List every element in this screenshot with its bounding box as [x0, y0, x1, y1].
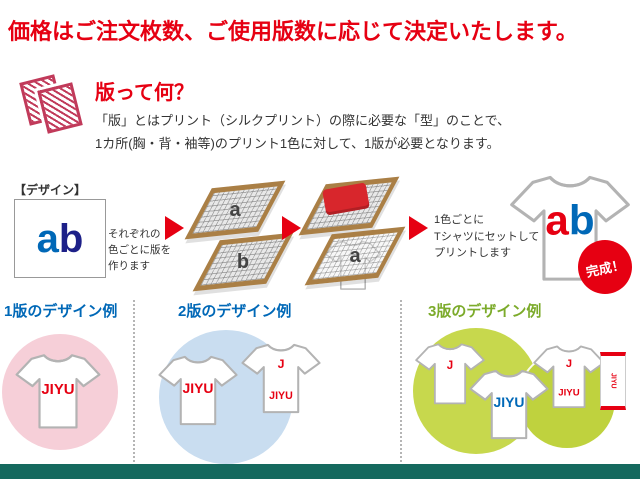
note-line: Tシャツにセットして: [434, 230, 540, 243]
print-step-tshirt: [325, 240, 381, 290]
result-letters: ab: [545, 196, 594, 243]
banner-item: JIYU: [600, 352, 626, 410]
tshirt-text: JIYU: [183, 380, 214, 396]
tshirt-text: JIYU: [41, 381, 74, 398]
arrow-right-icon: [165, 216, 184, 240]
example-title-1: 1版のデザイン例: [4, 303, 118, 320]
printed-letter: a: [349, 244, 361, 267]
note-line: 色ごとに版を: [108, 243, 171, 256]
arrow-right-icon: [409, 216, 428, 240]
example-tshirt: J JIYU: [241, 343, 321, 414]
bottom-bar: [0, 464, 640, 479]
column-separator: [400, 300, 402, 462]
section-title: 版って何？: [95, 82, 194, 104]
note-print: 1色ごとに Tシャツにセットして プリントします: [434, 212, 539, 262]
example-title-3: 3版のデザイン例: [428, 303, 542, 320]
example-tshirt: JIYU: [158, 355, 238, 426]
section-body: 「版」とはプリント（シルクプリント）の際に必要な「型」のことで、 1カ所(胸・背…: [95, 110, 510, 156]
plate-icon: [37, 82, 83, 134]
screen-frame-a: a: [184, 180, 286, 240]
tshirt-text: J: [278, 357, 285, 371]
result-letter-a: a: [545, 196, 569, 243]
plate-letter: a: [229, 198, 241, 221]
tshirt-text: JIYU: [269, 390, 293, 402]
example-tshirt: JIYU: [15, 354, 101, 429]
tshirt-text: JIYU: [494, 394, 525, 410]
column-separator: [133, 300, 135, 462]
screen-frame-printing: a: [304, 226, 406, 286]
note-line: 作ります: [108, 259, 150, 272]
note-line: プリントします: [434, 247, 511, 259]
example-title-2: 2版のデザイン例: [178, 303, 292, 320]
example-tshirt: J: [415, 343, 485, 405]
screen-frame-b: b: [192, 232, 294, 292]
design-letter-b: b: [58, 216, 84, 261]
arrow-right-icon: [282, 216, 301, 240]
body-line: 「版」とはプリント（シルクプリント）の際に必要な「型」のことで、: [95, 113, 511, 128]
example-tshirt: J JIYU: [533, 345, 605, 409]
plate-letter: b: [236, 250, 250, 273]
note-line: それぞれの: [108, 228, 161, 240]
example-tshirt: JIYU: [469, 369, 549, 440]
note-line: 1色ごとに: [434, 214, 485, 226]
design-letter-a: a: [36, 216, 59, 261]
tshirt-text: JIYU: [558, 387, 579, 398]
note-make-plates: それぞれの 色ごとに版を 作ります: [108, 227, 171, 274]
banner-text: JIYU: [609, 373, 617, 389]
tshirt-text: J: [447, 360, 453, 372]
result-letter-b: b: [569, 196, 595, 243]
body-line: 1カ所(胸・背・袖等)のプリント1色に対して、1版が必要となります。: [95, 135, 500, 151]
design-box: a b: [14, 199, 106, 278]
design-label: 【デザイン】: [14, 183, 87, 197]
tshirt-text: J: [566, 358, 572, 370]
result-tshirt: ab: [510, 175, 630, 281]
page-title: 価格はご注文枚数、ご使用版数に応じて決定いたします。: [8, 19, 578, 44]
